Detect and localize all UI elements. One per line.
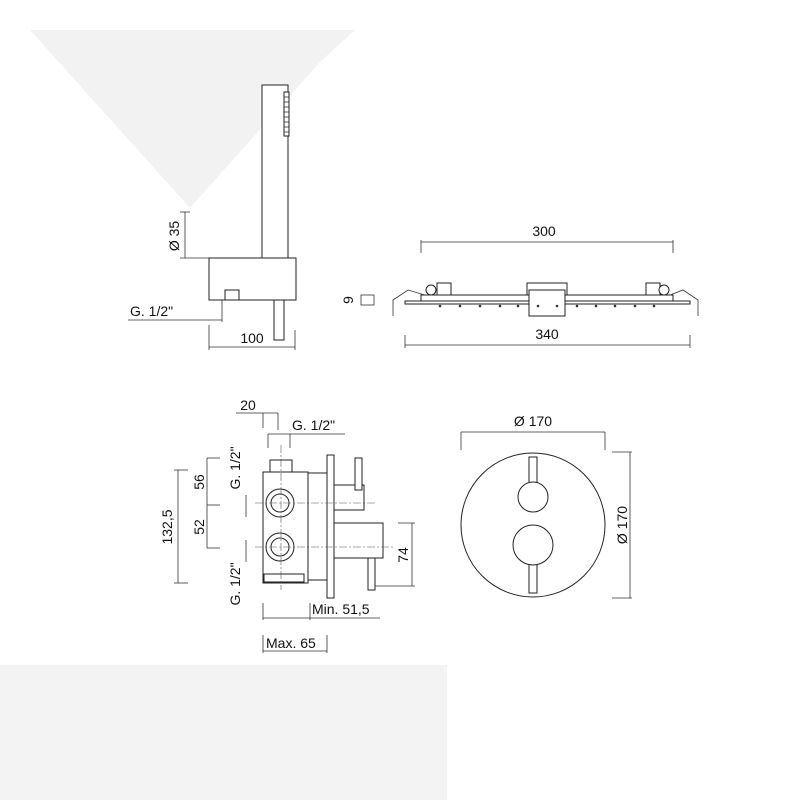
mixer-front-height: Ø 170 xyxy=(614,506,630,544)
hand-shower-thread: G. 1/2" xyxy=(130,303,173,319)
shower-head-view: 300 9 340 xyxy=(340,223,699,348)
background-panel xyxy=(0,665,447,800)
mixer-handle-height: 74 xyxy=(395,547,411,563)
background-triangle xyxy=(30,30,355,208)
mixer-min-depth: Min. 51,5 xyxy=(312,601,370,617)
mixer-spacing-upper: 56 xyxy=(191,474,207,490)
mixer-top-thread: G. 1/2" xyxy=(292,417,335,433)
hand-shower-diameter: Ø 35 xyxy=(166,221,182,252)
mixer-height-total: 132,5 xyxy=(159,509,175,544)
mixer-front-width: Ø 170 xyxy=(514,413,552,429)
mixer-max-depth: Max. 65 xyxy=(266,635,316,651)
shower-head-inner-width: 300 xyxy=(532,223,556,239)
mixer-left-thread-top: G. 1/2" xyxy=(227,446,243,489)
mixer-left-thread-bottom: G. 1/2" xyxy=(227,562,243,605)
mixer-spacing-lower: 52 xyxy=(191,519,207,535)
mixer-offset: 20 xyxy=(240,397,256,413)
shower-head-outer-width: 340 xyxy=(535,326,559,342)
hand-shower-width: 100 xyxy=(240,330,264,346)
hand-shower-view: Ø 35 G. 1/2" 100 xyxy=(128,84,297,350)
mixer-side-view: 20 G. 1/2" 132,5 56 52 G. 1/2" G. 1/2" 7… xyxy=(159,397,415,653)
shower-head-thickness: 9 xyxy=(340,296,356,304)
mixer-front-view: Ø 170 Ø 170 xyxy=(460,413,632,599)
